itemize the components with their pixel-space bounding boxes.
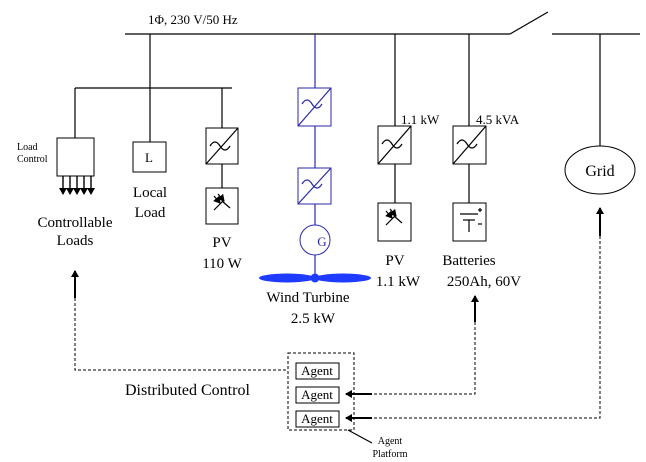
load-branch xyxy=(74,34,232,142)
agent-platform-label-2: Platform xyxy=(373,449,408,460)
inverter-icon xyxy=(456,139,478,149)
battery-icon xyxy=(460,208,482,232)
controllable-loads-label-1: Controllable xyxy=(38,215,113,231)
local-load-label-2: Load xyxy=(135,205,166,221)
bus-label: 1Φ, 230 V/50 Hz xyxy=(148,12,238,27)
agent-platform-label-1: Agent xyxy=(378,436,403,447)
wind-turbine-label-2: 2.5 kW xyxy=(291,311,336,327)
pv-large-panel xyxy=(377,202,412,242)
local-load-block xyxy=(132,141,167,173)
battery-rating: 4.5 kVA xyxy=(476,112,520,127)
agent-label-2: Agent xyxy=(301,387,333,402)
generator-symbol: G xyxy=(317,234,326,249)
pv-large-label-1: PV xyxy=(385,253,404,269)
pv-small-block xyxy=(205,88,239,225)
inverter-icon xyxy=(381,139,403,149)
pv-large-rating: 1.1 kW xyxy=(401,112,440,127)
agent-box-1 xyxy=(295,362,340,380)
battery-comm-link xyxy=(358,322,476,395)
pv-large-block xyxy=(377,34,412,242)
controllable-loads-label-2: Loads xyxy=(57,233,94,249)
turbine-blades-icon xyxy=(259,273,371,283)
grid-label: Grid xyxy=(585,163,614,180)
agent-box-2 xyxy=(295,386,340,404)
batteries-label-1: Batteries xyxy=(442,253,495,269)
batteries-label-2: 250Ah, 60V xyxy=(447,274,521,290)
pv-small-label-2: 110 W xyxy=(202,256,242,272)
solar-cell-icon xyxy=(385,208,403,226)
agent-platform xyxy=(287,352,373,444)
load-control-label-1: Load xyxy=(17,142,38,153)
pv-small-panel xyxy=(205,187,239,225)
agent-platform-frame xyxy=(287,352,355,431)
solar-cell-icon xyxy=(213,193,231,211)
ac-bus xyxy=(125,11,640,35)
local-load-box-label: L xyxy=(145,150,153,165)
grid-switch xyxy=(509,11,549,35)
wind-turbine-block xyxy=(259,34,371,283)
control-arrows xyxy=(71,207,604,322)
grid-comm-link xyxy=(358,236,601,419)
grid-block xyxy=(564,34,636,195)
inverter-icon xyxy=(209,141,231,151)
agent-label-1: Agent xyxy=(301,363,333,378)
wind-turbine-label-1: Wind Turbine xyxy=(266,290,350,306)
local-load-label-1: Local xyxy=(133,185,167,201)
agent-box-3 xyxy=(295,410,340,428)
load-control-label-2: Control xyxy=(17,154,48,165)
pv-small-label-1: PV xyxy=(212,235,231,251)
communication-links xyxy=(74,236,601,422)
agent-label-3: Agent xyxy=(301,411,333,426)
distributed-control-label: Distributed Control xyxy=(125,382,250,399)
controllable-loads-block xyxy=(56,137,95,195)
battery-block xyxy=(452,34,487,242)
pv-large-label-2: 1.1 kW xyxy=(376,274,421,290)
load-arrows-icon xyxy=(59,176,95,195)
loads-comm-link xyxy=(74,298,288,371)
grid-symbol xyxy=(564,145,636,195)
